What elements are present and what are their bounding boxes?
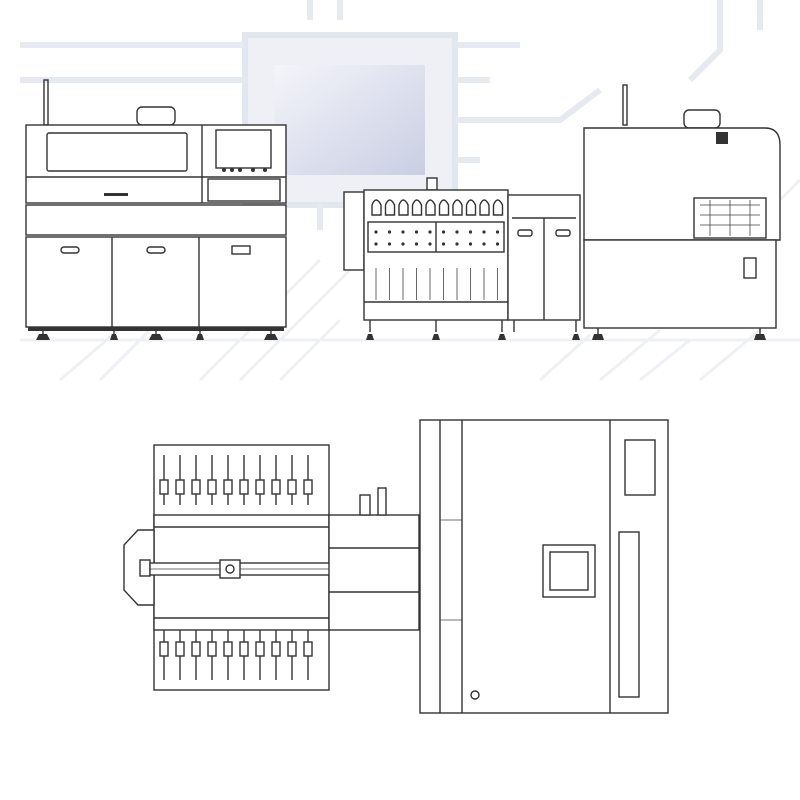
indicator: [441, 242, 446, 246]
spindle-clamp: [303, 479, 313, 495]
indicator: [468, 242, 473, 246]
top-fitting: [426, 177, 438, 191]
base-cabinet: [583, 239, 777, 329]
panel-plate: [743, 257, 757, 279]
spindle-clamp: [223, 479, 233, 495]
exhaust-port: [542, 544, 596, 598]
spindle-head: [452, 199, 463, 216]
side-panel: [343, 191, 365, 271]
spindle-clamp: [207, 641, 217, 657]
spindle-clamp: [303, 641, 313, 657]
door-handle: [146, 246, 166, 254]
spindle-head: [425, 199, 436, 216]
indicator: [441, 230, 446, 234]
viewing-window: [46, 132, 188, 172]
spindle-clamp: [207, 479, 217, 495]
control-box: [624, 439, 656, 496]
spindle-head: [384, 199, 396, 216]
lower-cabinet: [25, 236, 287, 328]
indicator: [428, 242, 432, 246]
signal-tower: [622, 84, 628, 126]
indicator: [468, 230, 473, 234]
end-clamp: [123, 529, 155, 606]
top-housing: [683, 109, 721, 129]
indicator: [455, 242, 459, 246]
spindle-clamp: [287, 641, 297, 657]
top-housing: [136, 106, 176, 126]
spindle-clamp: [287, 479, 297, 495]
work-band: [25, 204, 287, 236]
indicator: [482, 242, 486, 246]
spindle-clamp: [191, 479, 201, 495]
spindle-head: [371, 199, 382, 216]
indicator: [401, 230, 405, 234]
drawer: [207, 178, 281, 202]
spindle-module-front: [343, 177, 581, 340]
door-handle: [231, 245, 251, 255]
indicator: [374, 242, 378, 246]
indicator: [495, 242, 500, 246]
leveling-feet: [36, 331, 278, 340]
indicator: [387, 230, 392, 234]
indicator: [401, 242, 405, 246]
spindle-heads: [371, 199, 504, 216]
touch-screen: [215, 129, 272, 169]
chip-panel: [275, 65, 425, 175]
spindle-clamp: [255, 479, 265, 495]
base-rail: [28, 327, 284, 331]
side-door: [618, 531, 640, 698]
logo-badge: [716, 132, 728, 144]
spindle-clamp: [239, 641, 249, 657]
indicator: [414, 230, 419, 234]
control-buttons: [222, 168, 267, 172]
indicator: [414, 242, 419, 246]
handle: [517, 229, 533, 237]
rail-carriage: [219, 559, 241, 579]
spindle-head: [465, 199, 477, 216]
spindle-clamp: [271, 641, 281, 657]
indicator: [387, 242, 392, 246]
spindle-head: [492, 199, 504, 216]
post: [377, 487, 387, 516]
port: [470, 690, 480, 700]
tubes: [375, 268, 498, 300]
spindle-head: [398, 199, 409, 216]
valve-indicators: [374, 230, 500, 246]
circuit-background: [20, 0, 800, 382]
left-machine-front: [25, 79, 287, 340]
door-handle: [60, 246, 80, 254]
indicator: [482, 230, 486, 234]
right-machine-front: [583, 84, 781, 340]
spindle-clamp: [191, 641, 201, 657]
handle: [104, 193, 128, 196]
spindle-clamp: [175, 479, 185, 495]
spindle-clamp: [159, 479, 169, 495]
spindle-head: [479, 199, 490, 216]
indicator: [495, 230, 500, 234]
conveyor-section: [328, 514, 420, 631]
spindle-clamp: [175, 641, 185, 657]
indicator: [374, 230, 378, 234]
spindle-head: [438, 199, 450, 216]
signal-tower: [43, 79, 49, 126]
spindle-head: [411, 199, 423, 216]
spindle-clamp: [255, 641, 265, 657]
spindle-clamp: [271, 479, 281, 495]
post: [359, 494, 371, 516]
spindle-clamp: [239, 479, 249, 495]
top-plan-view: [123, 419, 669, 714]
spindle-clamp: [223, 641, 233, 657]
indicator: [455, 230, 459, 234]
handle: [555, 229, 571, 237]
indicator: [428, 230, 432, 234]
spindle-clamp: [159, 641, 169, 657]
spindle-row: [159, 455, 313, 680]
